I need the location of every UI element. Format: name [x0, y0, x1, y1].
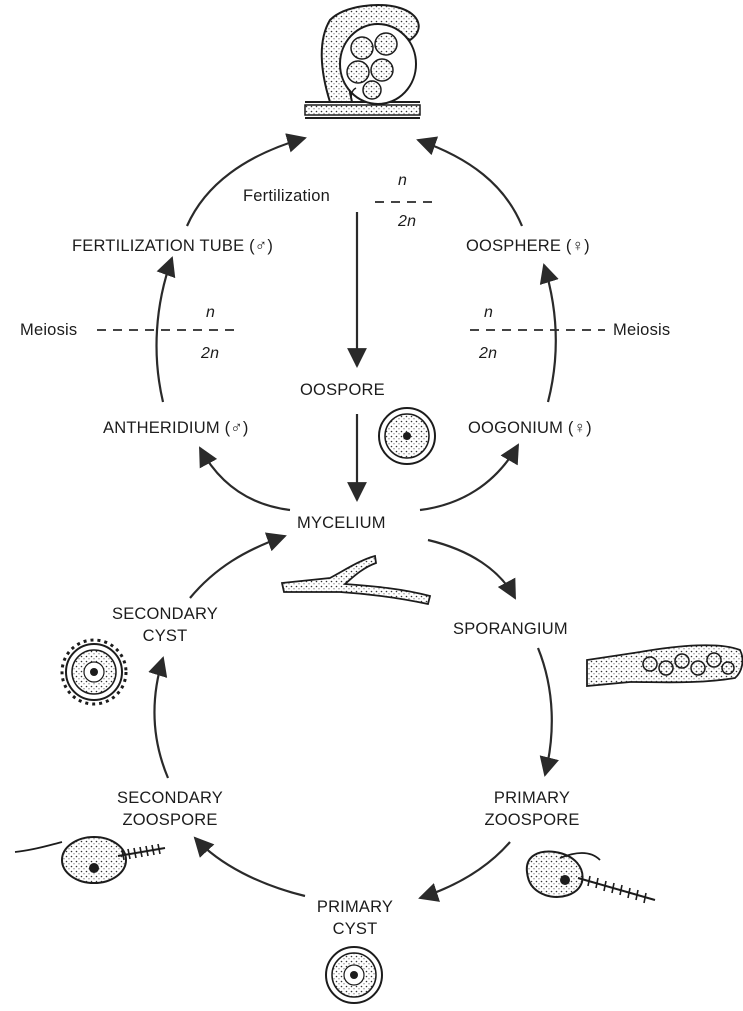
upper-cycle-arrows	[157, 138, 556, 510]
meiosis-left-label: Meiosis	[20, 320, 77, 341]
secondary-cyst-illustration	[62, 640, 126, 704]
ploidy-left-n: n	[206, 302, 215, 323]
oogonium-fertilization-illustration	[305, 5, 420, 118]
arrow-sporangium-to-primary-zoospore	[538, 648, 552, 775]
oosphere-label: OOSPHERE (♀)	[466, 236, 590, 257]
ploidy-right-n: n	[484, 302, 493, 323]
arrow-mycelium-to-antheridium	[200, 448, 290, 510]
primary-zoospore-label-line1: PRIMARY	[472, 788, 592, 809]
oospore-illustration	[379, 408, 435, 464]
ploidy-right-2n: 2n	[479, 343, 497, 364]
secondary-cyst-label-line1: SECONDARY	[110, 604, 220, 625]
oogonium-label: OOGONIUM (♀)	[468, 418, 592, 439]
secondary-zoospore-label-line1: SECONDARY	[110, 788, 230, 809]
secondary-zoospore-illustration	[15, 837, 165, 883]
primary-cyst-label-line1: PRIMARY	[300, 897, 410, 918]
primary-zoospore-label-line2: ZOOSPORE	[472, 810, 592, 831]
primary-zoospore-illustration	[527, 852, 655, 903]
primary-cyst-label-line2: CYST	[300, 919, 410, 940]
mycelium-label: MYCELIUM	[297, 513, 386, 534]
arrow-mycelium-to-oogonium	[420, 445, 518, 510]
fertilization-tube-label: FERTILIZATION TUBE (♂)	[72, 236, 273, 257]
arrow-mycelium-to-sporangium	[428, 540, 515, 598]
primary-cyst-illustration	[326, 947, 382, 1003]
arrow-oogonium-to-oosphere	[544, 265, 556, 402]
antheridium-label: ANTHERIDIUM (♂)	[103, 418, 249, 439]
ploidy-lines	[97, 202, 605, 330]
sporangium-illustration	[587, 645, 742, 686]
arrow-oosphere-to-top	[418, 140, 522, 226]
ploidy-top-n: n	[398, 170, 407, 191]
secondary-zoospore-label-line2: ZOOSPORE	[110, 810, 230, 831]
arrow-primary-zoospore-to-primary-cyst	[420, 842, 510, 898]
arrow-fert-tube-to-top	[187, 138, 305, 226]
meiosis-right-label: Meiosis	[613, 320, 670, 341]
fertilization-label: Fertilization	[243, 186, 330, 207]
ploidy-top-2n: 2n	[398, 211, 416, 232]
arrow-secondary-zoospore-to-secondary-cyst	[154, 658, 168, 778]
oospore-label: OOSPORE	[300, 380, 385, 401]
sporangium-label: SPORANGIUM	[453, 619, 568, 640]
ploidy-left-2n: 2n	[201, 343, 219, 364]
arrow-primary-cyst-to-secondary-zoospore	[195, 838, 305, 896]
arrow-secondary-cyst-to-mycelium	[190, 536, 285, 598]
mycelium-hypha-illustration	[282, 556, 430, 604]
secondary-cyst-label-line2: CYST	[110, 626, 220, 647]
